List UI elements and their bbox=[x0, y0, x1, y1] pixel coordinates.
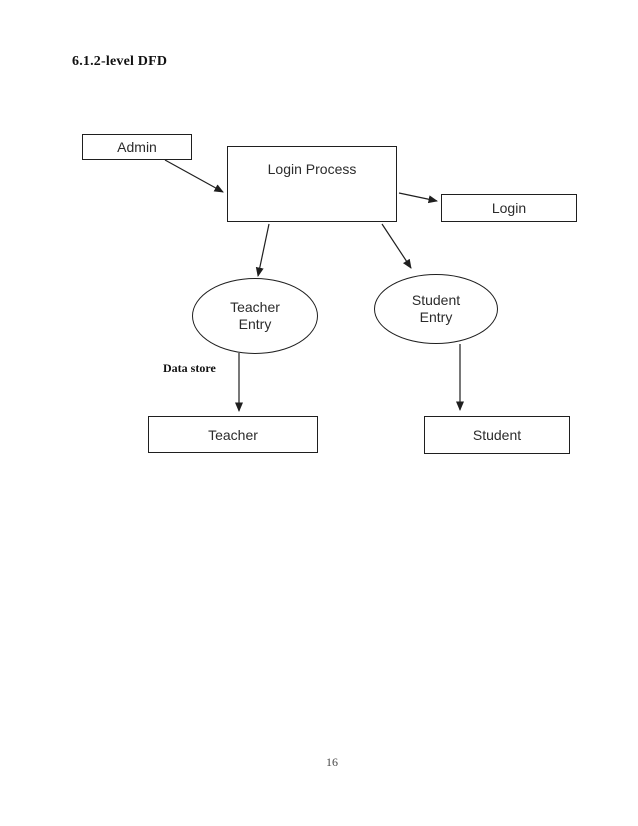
node-login: Login bbox=[441, 194, 577, 222]
edge-login-process-to-teacher-entry bbox=[255, 223, 270, 277]
edge-login-process-to-student-entry bbox=[381, 223, 412, 269]
node-login-process-label: Login Process bbox=[267, 161, 357, 177]
node-teacher-label: Teacher bbox=[208, 426, 258, 443]
node-login-label: Login bbox=[491, 200, 527, 216]
section-heading: 6.1.2-level DFD bbox=[72, 54, 168, 69]
node-admin-label: Admin bbox=[117, 139, 157, 155]
node-student-entry-label-line1: Student bbox=[411, 292, 461, 308]
edge-login-process-to-login bbox=[398, 192, 438, 204]
edge-admin-to-login-process bbox=[164, 159, 224, 193]
node-student-entry: Student Entry bbox=[374, 274, 498, 344]
node-teacher-entry-label-line1: Teacher bbox=[230, 299, 280, 315]
node-teacher-entry: Teacher Entry bbox=[192, 278, 318, 354]
data-store-annotation: Data store bbox=[163, 361, 216, 375]
page-number: 16 bbox=[326, 755, 338, 769]
node-student-label: Student bbox=[472, 427, 522, 443]
node-teacher: Teacher bbox=[148, 416, 318, 453]
node-teacher-entry-label-line2: Entry bbox=[238, 316, 272, 332]
node-student-entry-label-line2: Entry bbox=[419, 309, 453, 325]
node-student: Student bbox=[424, 416, 570, 454]
node-login-process: Login Process bbox=[227, 146, 397, 222]
node-admin: Admin bbox=[82, 134, 192, 160]
